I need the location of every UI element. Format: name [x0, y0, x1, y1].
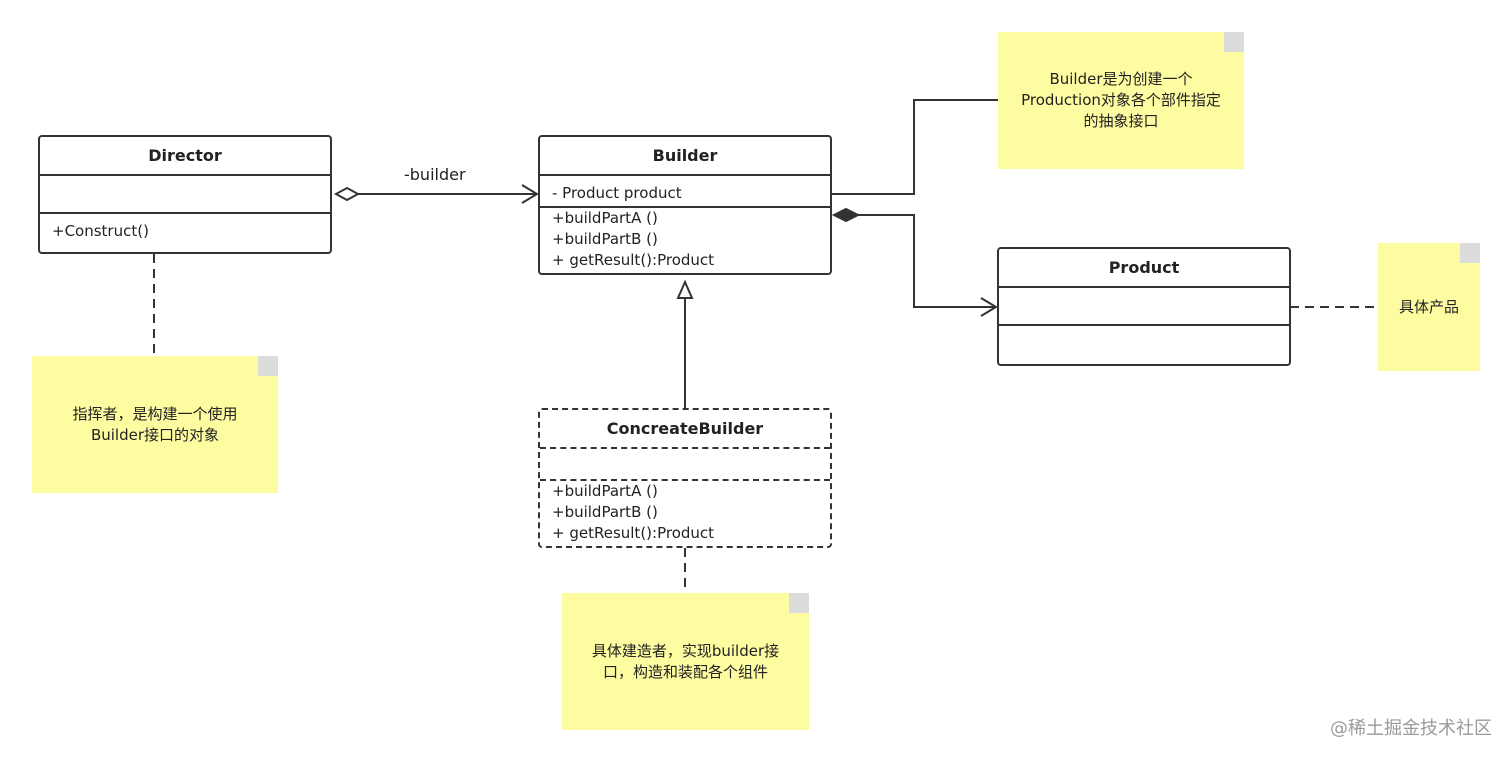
aggregation-diamond: [333, 186, 361, 202]
association-role-label: -builder: [404, 165, 466, 184]
note-fold-corner: [258, 356, 278, 376]
concrete-builder-note[interactable]: 具体建造者，实现builder接 口，构造和装配各个组件: [562, 593, 809, 730]
builder-note[interactable]: Builder是为创建一个 Production对象各个部件指定 的抽象接口: [998, 32, 1244, 169]
product-note[interactable]: 具体产品: [1378, 243, 1480, 371]
attributes-compartment: - Product product: [540, 174, 830, 206]
note-text: 具体建造者，实现builder接 口，构造和装配各个组件: [591, 641, 780, 681]
attribute: - Product product: [552, 184, 682, 202]
watermark: @稀土掘金技术社区: [1330, 718, 1492, 739]
director-class[interactable]: Director +Construct(): [38, 135, 332, 254]
aggregation-arrowhead: [521, 184, 539, 204]
class-name: Director: [148, 146, 222, 165]
method: +Construct(): [52, 222, 149, 240]
concrete-builder-class[interactable]: ConcreateBuilder +buildPartA () +buildPa…: [538, 408, 832, 548]
method: + getResult():Product: [552, 251, 715, 269]
note-text: 具体产品: [1398, 297, 1459, 316]
attributes-compartment: [40, 174, 330, 212]
product-class[interactable]: Product: [997, 247, 1291, 366]
method: +buildPartA (): [552, 482, 658, 500]
methods-compartment: +buildPartA () +buildPartB () + getResul…: [540, 206, 830, 273]
note-text: 指挥者，是构建一个使用 Builder接口的对象: [72, 404, 238, 444]
attributes-compartment: [999, 286, 1289, 324]
attributes-compartment: [540, 447, 830, 479]
note-fold-corner: [789, 593, 809, 613]
method: +buildPartB (): [552, 230, 658, 248]
class-name: Builder: [652, 146, 718, 165]
composition-diamond: [831, 207, 861, 223]
note-text: Builder是为创建一个 Production对象各个部件指定 的抽象接口: [1021, 70, 1221, 130]
class-name: Product: [1108, 258, 1180, 277]
method: +buildPartB (): [552, 503, 658, 521]
methods-compartment: +Construct(): [40, 212, 330, 252]
method: + getResult():Product: [552, 524, 715, 542]
generalization-triangle: [676, 279, 694, 299]
composition-arrowhead: [980, 297, 998, 317]
composition-line: [858, 214, 995, 308]
director-note[interactable]: 指挥者，是构建一个使用 Builder接口的对象: [32, 356, 278, 493]
note-fold-corner: [1460, 243, 1480, 263]
class-name: ConcreateBuilder: [606, 419, 764, 438]
methods-compartment: [999, 324, 1289, 364]
method: +buildPartA (): [552, 209, 658, 227]
methods-compartment: +buildPartA () +buildPartB () + getResul…: [540, 479, 830, 546]
note-fold-corner: [1224, 32, 1244, 52]
builder-note-connector: [832, 99, 998, 195]
builder-class[interactable]: Builder - Product product +buildPartA ()…: [538, 135, 832, 275]
